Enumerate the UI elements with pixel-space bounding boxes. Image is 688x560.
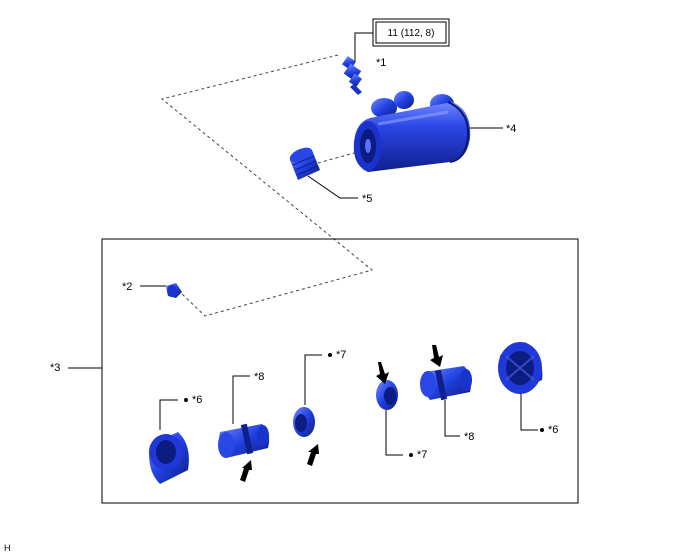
bullet-c7a (328, 353, 332, 357)
leader-c8b (444, 400, 460, 437)
boot-left-icon (149, 432, 189, 484)
exploded-dashed-line (160, 54, 374, 317)
leader-c7b (385, 410, 403, 456)
bullet-c6b (540, 428, 544, 432)
cup-left-icon (293, 407, 315, 437)
torque-leader (354, 32, 373, 62)
torque-spec-box: 11 (112, 8) (372, 18, 450, 47)
bleeder-cap-icon (166, 283, 182, 298)
corner-code: H (4, 543, 11, 553)
leader-c8a (232, 375, 250, 424)
arrow-icon-right-piston (430, 345, 443, 367)
arrow-icon-left-piston (240, 460, 252, 482)
label-c7a: *7 (336, 349, 346, 361)
bullet-c6a (184, 398, 188, 402)
piston-left-icon (218, 423, 270, 458)
label-c7b: *7 (417, 449, 427, 461)
boot-right-icon (498, 342, 543, 394)
label-c6a: *6 (192, 394, 202, 406)
leader-c6a (159, 399, 178, 430)
label-c4: *4 (506, 123, 516, 135)
label-c8b: *8 (464, 431, 474, 443)
bleeder-plug-icon (342, 56, 362, 95)
label-c1: *1 (376, 57, 386, 69)
leader-c7a (304, 354, 322, 405)
leader-c6b (520, 394, 538, 431)
label-c6b: *6 (548, 424, 558, 436)
label-c5: *5 (362, 193, 372, 205)
piston-right-icon (420, 366, 472, 401)
cup-right-icon (376, 380, 398, 410)
dust-cap-icon (289, 147, 320, 180)
label-c8a: *8 (254, 371, 264, 383)
arrow-icon-right-cup (376, 362, 389, 384)
torque-spec-text: 11 (112, 8) (388, 28, 435, 39)
bullet-c7b (409, 453, 413, 457)
leader-c5 (307, 175, 358, 199)
label-c2: *2 (122, 281, 132, 293)
wheel-cylinder-body-icon (353, 91, 471, 172)
arrow-icon-left-cup (307, 444, 319, 466)
label-c3: *3 (50, 362, 60, 374)
repair-kit-frame (101, 238, 579, 504)
